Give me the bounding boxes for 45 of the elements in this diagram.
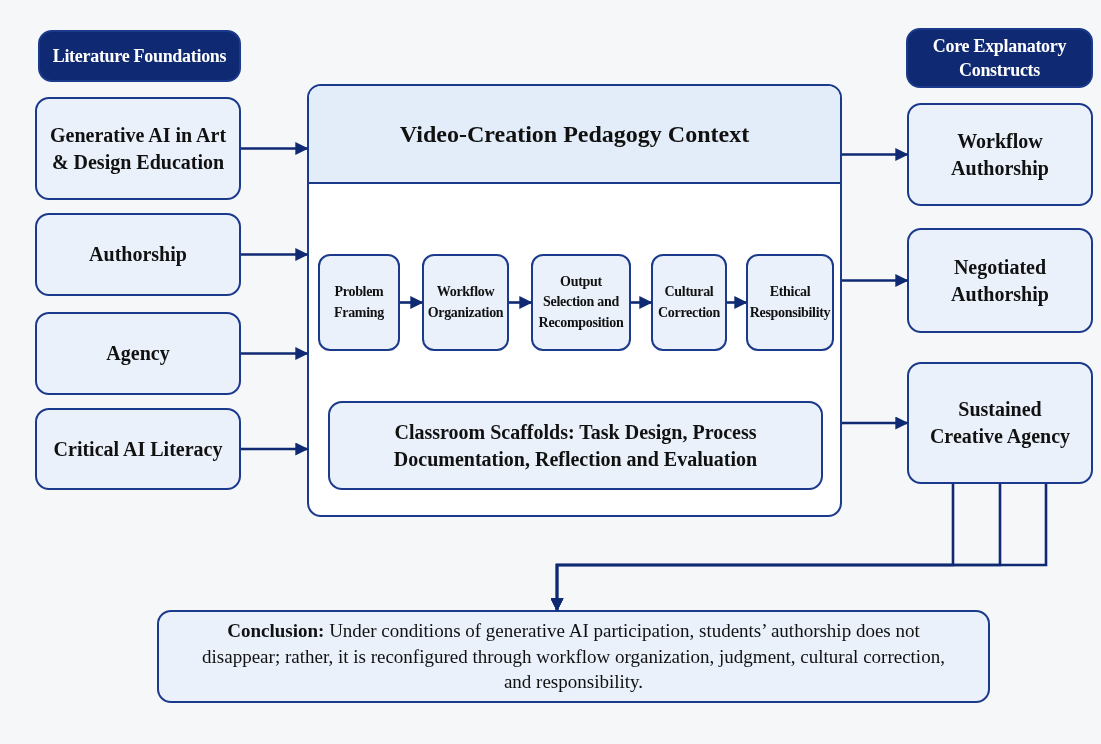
- concept-box: [907, 103, 1093, 206]
- box-label: Generative AI in Art & Design Education: [49, 122, 227, 176]
- arrow: [241, 442, 309, 456]
- section-header: [906, 28, 1093, 88]
- box-label: Output Selection and Recomposition: [537, 273, 625, 332]
- context-panel: [307, 84, 842, 517]
- process-step-box: [746, 254, 834, 351]
- box-label: Ethical Responsibility: [749, 283, 831, 322]
- process-step-box: [651, 254, 727, 351]
- box-label: Conclusion: Under conditions of generative AI participation, students’ authorship does not disappear; rather, it is reconfigured through workflow organization, judgment, cultural correction, and responsibility.: [201, 619, 946, 695]
- arrow: [400, 296, 424, 309]
- arrow: [241, 142, 309, 155]
- concept-box: [35, 97, 241, 200]
- box-label: Workflow Authorship: [950, 128, 1050, 182]
- concept-box: [907, 362, 1093, 484]
- arrow: [727, 296, 748, 309]
- concept-box: [35, 213, 241, 296]
- box-label: Cultural Correction: [656, 283, 722, 322]
- arrow: [509, 296, 533, 309]
- concept-box: [907, 228, 1093, 333]
- arrow: [842, 274, 909, 287]
- arrow: [842, 148, 909, 161]
- concept-box: [35, 312, 241, 395]
- conclusion-box: [157, 610, 990, 703]
- concept-box: [35, 408, 241, 490]
- box-label: Problem Framing: [333, 283, 385, 322]
- box-label: Agency: [106, 341, 170, 367]
- box-label: Authorship: [89, 242, 187, 268]
- box-label: Negotiated Authorship: [950, 254, 1050, 308]
- arrow: [241, 248, 309, 261]
- arrow: [241, 347, 309, 360]
- arrow: [631, 296, 653, 309]
- process-step-box: [422, 254, 509, 351]
- process-step-box: [318, 254, 400, 351]
- box-label: Critical AI Literacy: [53, 436, 223, 463]
- box-label: Workflow Organization: [426, 283, 505, 322]
- arrow: [842, 416, 909, 430]
- box-label: Classroom Scaffolds: Task Design, Process Documentation, Reflection and Evaluation: [392, 419, 759, 472]
- box-label: Sustained Creative Agency: [928, 397, 1072, 450]
- section-header: [38, 30, 241, 82]
- process-step-box: [531, 254, 631, 351]
- panel-title: Video-Creation Pedagogy Context: [399, 119, 750, 149]
- header-label: Literature Foundations: [52, 44, 227, 68]
- header-label: Core Explanatory Constructs: [931, 34, 1068, 82]
- scaffold-box: [328, 401, 823, 490]
